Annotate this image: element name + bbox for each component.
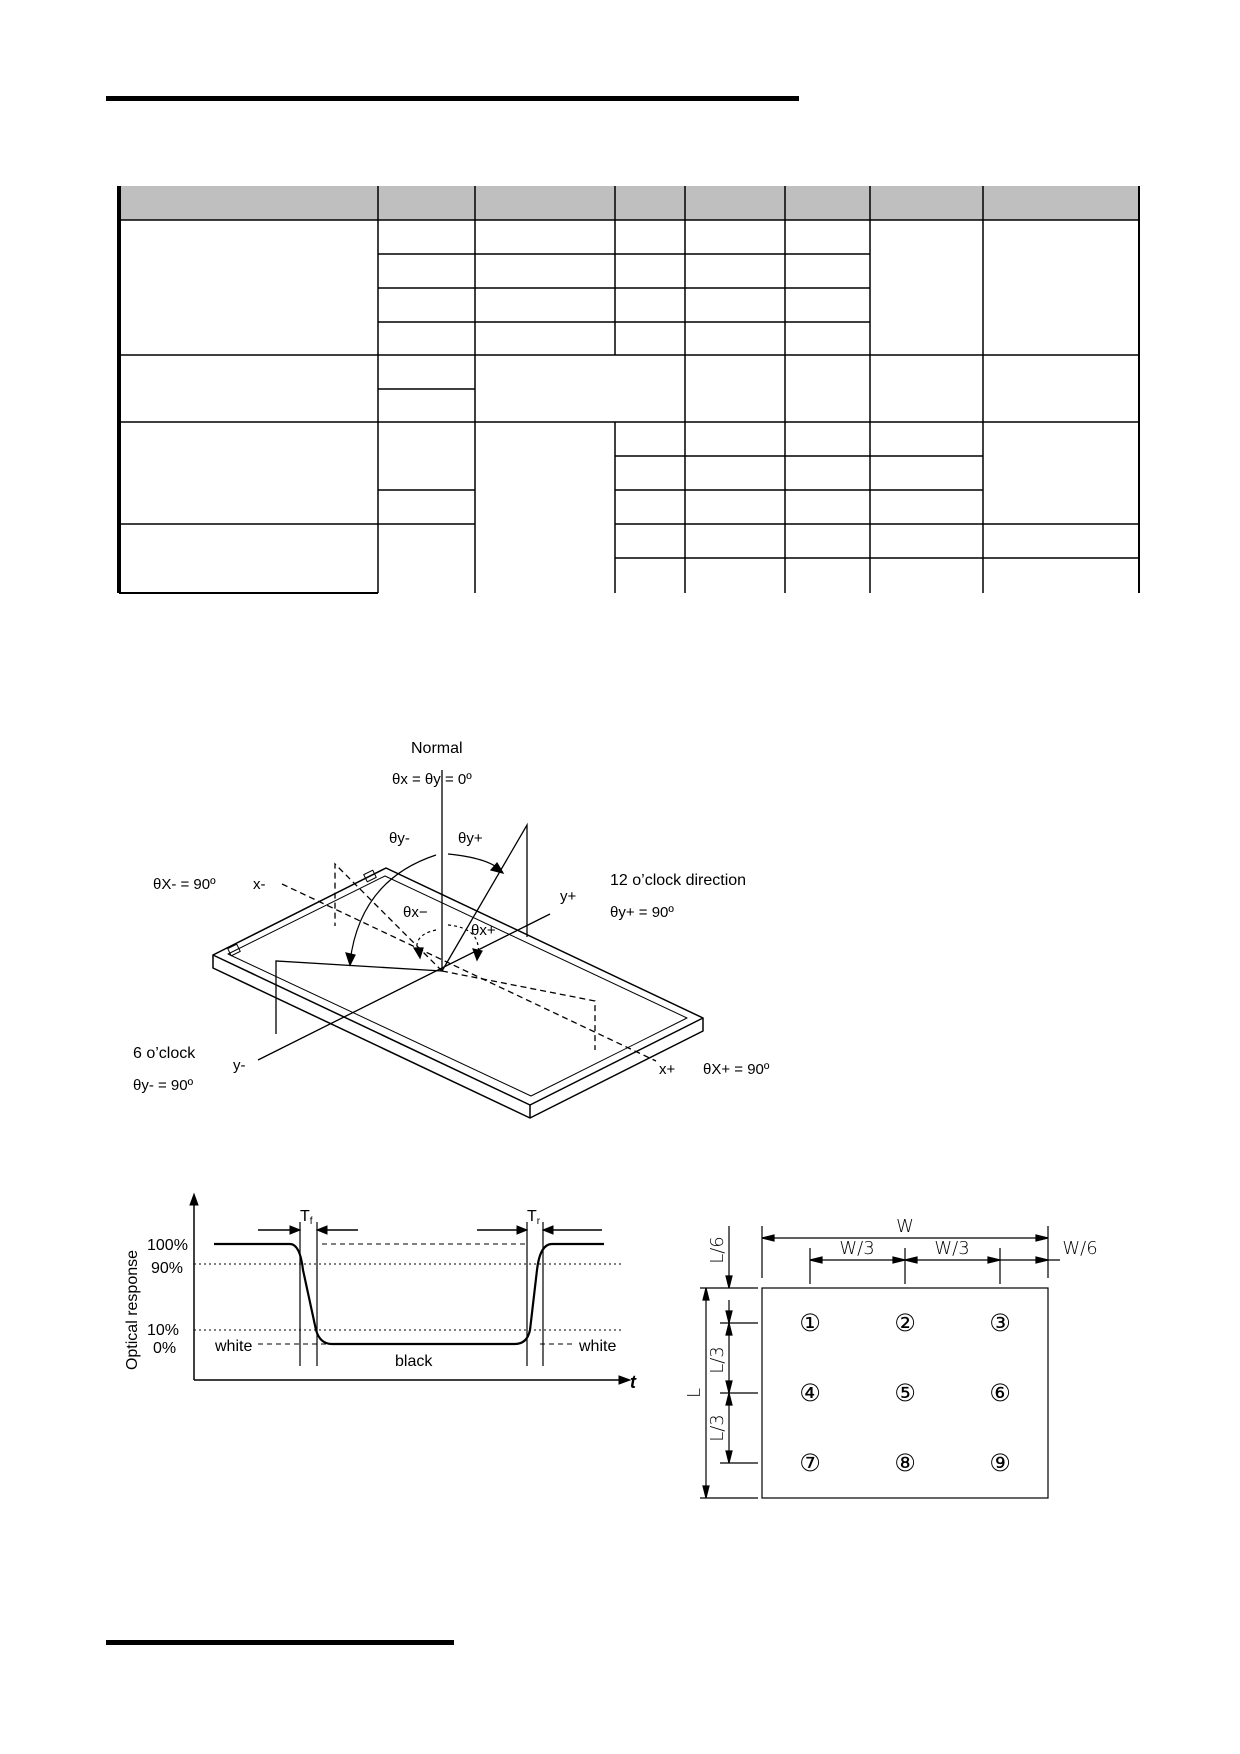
l3-label-1: L/3: [707, 1346, 728, 1374]
point-8: ⑧: [894, 1449, 916, 1477]
point-7: ⑦: [799, 1449, 821, 1477]
x-minus-label: x-: [253, 876, 266, 893]
point-9: ⑨: [989, 1449, 1011, 1477]
pct-90-label: 90%: [151, 1260, 183, 1277]
point-3: ③: [989, 1309, 1011, 1337]
x-plus-label: x+: [659, 1061, 676, 1078]
tr-label: Tr: [527, 1208, 541, 1227]
normal-equation: θx = θy = 0º: [392, 771, 472, 788]
pct-10-label: 10%: [147, 1322, 179, 1339]
black-label: black: [395, 1353, 433, 1370]
spec-table: [117, 186, 1140, 594]
theta-x-minus-equation: θX- = 90º: [153, 876, 216, 893]
pct-100-label: 100%: [147, 1237, 188, 1254]
l3-label-2: L/3: [707, 1414, 728, 1442]
theta-y-minus-equation: θy- = 90º: [133, 1077, 194, 1094]
footer-rule: [106, 1640, 454, 1645]
theta-y-minus-label: θy-: [389, 830, 410, 847]
twelve-oclock-label: 12 o’clock direction: [610, 872, 746, 889]
x-axis-dashed: [281, 883, 657, 1062]
theta-x-plus-label: θx+: [471, 922, 496, 939]
theta-y-plus-equation: θy+ = 90º: [610, 904, 674, 921]
six-oclock-label: 6 o’clock: [133, 1045, 196, 1062]
response-time-chart: Tf Tr Optical response 100% 90% 10% 0% w…: [124, 1192, 637, 1392]
point-5: ⑤: [894, 1379, 916, 1407]
w3-label-1: W/3: [839, 1238, 874, 1259]
axes: [257, 770, 657, 1062]
y-plus-label: y+: [560, 888, 577, 905]
white-right-label: white: [578, 1338, 616, 1355]
theta-x-minus-label: θx−: [403, 904, 428, 921]
angle-arcs: [345, 853, 505, 967]
panel-outline: [761, 1287, 1049, 1499]
y-axis: [257, 913, 551, 1061]
w-label: W: [896, 1216, 914, 1237]
point-4: ④: [799, 1379, 821, 1407]
table-header-row: [119, 186, 1139, 220]
header-rule: [106, 96, 799, 101]
white-left-label: white: [214, 1338, 252, 1355]
point-1: ①: [799, 1309, 821, 1337]
l-label: L: [684, 1388, 705, 1398]
theta-x-plus-equation: θX+ = 90º: [703, 1061, 770, 1078]
w6-label: W/6: [1062, 1238, 1097, 1259]
tf-label: Tf: [300, 1208, 313, 1227]
point-6: ⑥: [989, 1379, 1011, 1407]
measurement-points: ① ② ③ ④ ⑤ ⑥ ⑦ ⑧ ⑨: [799, 1309, 1011, 1477]
theta-y-plus-label: θy+: [458, 830, 483, 847]
l6-label: L/6: [707, 1236, 728, 1264]
point-2: ②: [894, 1309, 916, 1337]
response-waveform: [214, 1242, 604, 1346]
measurement-grid: W W/3 W/3 W/6 L/6 L/3 L/3 L ① ② ③ ④ ⑤ ⑥ …: [684, 1216, 1098, 1499]
t-axis-label: t: [630, 1372, 637, 1392]
normal-label: Normal: [411, 740, 463, 757]
y-minus-label: y-: [233, 1057, 246, 1074]
w3-label-2: W/3: [934, 1238, 969, 1259]
viewing-angle-diagram: Normal θx = θy = 0º θy- θy+ θX- = 90º x-…: [133, 740, 770, 1119]
lcd-panel: [212, 867, 704, 1119]
pct-0-label: 0%: [153, 1340, 176, 1357]
optical-response-axis-label: Optical response: [124, 1250, 141, 1370]
